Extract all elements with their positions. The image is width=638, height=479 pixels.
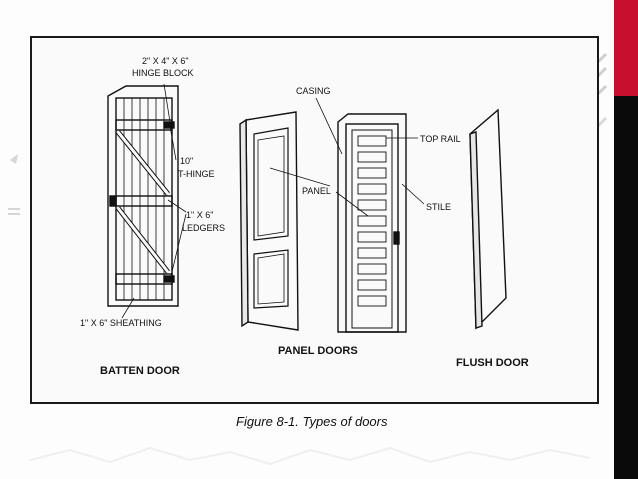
panel-door-framed bbox=[337, 113, 407, 333]
panel-door-open bbox=[239, 111, 299, 331]
casing-label: CASING bbox=[296, 86, 331, 96]
t-hinge-size-label: 10" bbox=[180, 156, 193, 166]
ledgers-label: LEDGERS bbox=[182, 223, 225, 233]
top-rail-label: TOP RAIL bbox=[420, 134, 461, 144]
ledgers-size-label: 1" x 6" bbox=[186, 210, 213, 220]
flush-door bbox=[469, 108, 507, 330]
figure-frame bbox=[30, 36, 599, 404]
hinge-block-size-label: 2" x 4" x 6" bbox=[142, 56, 189, 66]
batten-door bbox=[107, 85, 179, 307]
panel-doors-title: PANEL DOORS bbox=[278, 345, 358, 357]
doors-diagram: 2" x 4" x 6" HINGE BLOCK 10" T-HINGE 1" … bbox=[80, 56, 529, 377]
stile-label: STILE bbox=[426, 202, 451, 212]
figure-caption: Figure 8-1. Types of doors bbox=[236, 414, 388, 429]
panel-leader-lines bbox=[269, 97, 425, 217]
left-decoration bbox=[8, 154, 20, 215]
batten-leader-lines bbox=[121, 83, 187, 319]
t-hinge-label: T-HINGE bbox=[178, 169, 215, 179]
red-accent-block bbox=[614, 0, 638, 96]
panel-label: PANEL bbox=[302, 186, 331, 196]
faint-background-pattern bbox=[30, 446, 590, 466]
side-accent-bar bbox=[614, 0, 638, 479]
flush-door-title: FLUSH DOOR bbox=[456, 357, 529, 369]
sheathing-label: 1" x 6" SHEATHING bbox=[80, 318, 162, 328]
batten-door-title: BATTEN DOOR bbox=[100, 365, 180, 377]
hinge-block-label: HINGE BLOCK bbox=[132, 68, 194, 78]
